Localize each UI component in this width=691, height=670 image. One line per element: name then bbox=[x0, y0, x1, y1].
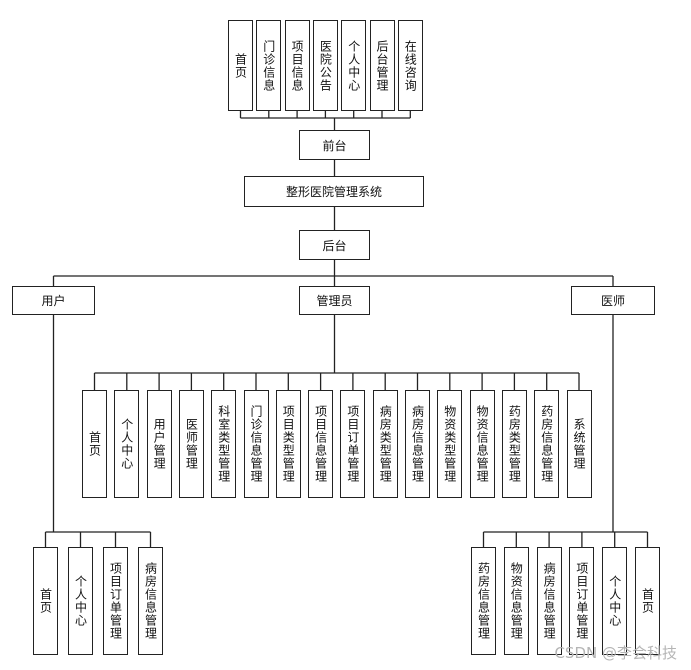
admin-module-node-15: 系统管理 bbox=[566, 390, 592, 498]
system-node: 整形医院管理系统 bbox=[244, 176, 424, 207]
admin-role-node: 管理员 bbox=[299, 286, 370, 315]
front-node: 前台 bbox=[299, 130, 370, 160]
front-page-node-label: 后台管理 bbox=[375, 39, 389, 92]
admin-module-node-label: 系统管理 bbox=[572, 418, 586, 470]
front-page-node-label: 门诊信息 bbox=[261, 39, 276, 92]
admin-module-node-8: 项目订单管理 bbox=[340, 390, 366, 498]
doctor-module-node-label: 物资信息管理 bbox=[509, 562, 524, 640]
user-module-node-label: 个人中心 bbox=[73, 575, 88, 627]
back-node: 后台 bbox=[299, 230, 370, 260]
doctor-module-node-label: 个人中心 bbox=[607, 575, 622, 627]
front-page-node-2: 项目信息 bbox=[284, 20, 310, 111]
admin-module-node-5: 门诊信息管理 bbox=[243, 390, 269, 498]
admin-module-node-14: 药房信息管理 bbox=[534, 390, 560, 498]
admin-module-node-0: 首页 bbox=[82, 390, 107, 498]
admin-module-node-label: 药房信息管理 bbox=[539, 405, 554, 483]
doctor-module-node-label: 项目订单管理 bbox=[574, 562, 589, 640]
admin-module-node-label: 物资信息管理 bbox=[475, 405, 490, 483]
doctor-module-node-label: 首页 bbox=[640, 588, 655, 614]
admin-module-node-11: 物资类型管理 bbox=[437, 390, 463, 498]
front-page-node-label: 医院公告 bbox=[318, 39, 333, 92]
user-module-node-label: 首页 bbox=[38, 588, 53, 614]
admin-module-node-1: 个人中心 bbox=[114, 390, 140, 498]
admin-module-node-label: 项目信息管理 bbox=[313, 405, 328, 483]
admin-module-node-label: 首页 bbox=[87, 431, 102, 457]
admin-module-node-label: 门诊信息管理 bbox=[249, 405, 263, 483]
front-page-node-6: 在线咨询 bbox=[397, 20, 423, 111]
user-module-node-0: 首页 bbox=[33, 547, 58, 655]
doctor-module-node-3: 项目订单管理 bbox=[569, 547, 595, 655]
admin-module-node-13: 药房类型管理 bbox=[501, 390, 527, 498]
user-module-node-label: 项目订单管理 bbox=[108, 562, 123, 640]
front-page-node-4: 个人中心 bbox=[341, 20, 367, 111]
admin-module-node-7: 项目信息管理 bbox=[308, 390, 334, 498]
doctor-module-node-label: 药房信息管理 bbox=[476, 562, 491, 640]
admin-module-node-label: 科室类型管理 bbox=[216, 405, 231, 483]
admin-module-node-label: 用户管理 bbox=[152, 418, 167, 470]
user-role-node: 用户 bbox=[12, 286, 95, 315]
doctor-module-node-2: 病房信息管理 bbox=[536, 547, 562, 655]
doctor-module-node-5: 首页 bbox=[635, 547, 660, 655]
doctor-module-node-0: 药房信息管理 bbox=[471, 547, 496, 655]
front-page-node-label: 首页 bbox=[233, 52, 248, 79]
user-module-node-3: 病房信息管理 bbox=[138, 547, 163, 655]
admin-module-node-label: 药房类型管理 bbox=[507, 405, 522, 483]
front-page-node-label: 项目信息 bbox=[290, 39, 305, 92]
watermark: CSDN @李会科技 bbox=[554, 644, 677, 662]
doctor-module-node-label: 病房信息管理 bbox=[542, 562, 557, 640]
admin-module-node-label: 个人中心 bbox=[119, 418, 134, 470]
front-page-node-0: 首页 bbox=[228, 20, 253, 111]
doctor-module-node-1: 物资信息管理 bbox=[503, 547, 529, 655]
admin-module-node-3: 医师管理 bbox=[178, 390, 204, 498]
admin-module-node-4: 科室类型管理 bbox=[211, 390, 237, 498]
admin-module-node-2: 用户管理 bbox=[146, 390, 172, 498]
user-module-node-2: 项目订单管理 bbox=[103, 547, 128, 655]
doctor-role-node: 医师 bbox=[571, 286, 655, 315]
front-page-node-1: 门诊信息 bbox=[256, 20, 282, 111]
admin-module-node-label: 项目类型管理 bbox=[281, 405, 296, 483]
user-module-node-label: 病房信息管理 bbox=[143, 562, 158, 640]
front-page-node-label: 在线咨询 bbox=[403, 39, 418, 92]
front-page-node-5: 后台管理 bbox=[369, 20, 395, 111]
doctor-module-node-4: 个人中心 bbox=[602, 547, 628, 655]
admin-module-node-label: 病房类型管理 bbox=[378, 405, 393, 483]
front-page-node-label: 个人中心 bbox=[346, 39, 361, 92]
admin-module-node-label: 项目订单管理 bbox=[345, 405, 360, 483]
admin-module-node-label: 病房信息管理 bbox=[410, 405, 425, 483]
admin-module-node-label: 物资类型管理 bbox=[442, 405, 457, 483]
admin-module-node-6: 项目类型管理 bbox=[275, 390, 301, 498]
admin-module-node-label: 医师管理 bbox=[184, 418, 199, 470]
admin-module-node-9: 病房类型管理 bbox=[372, 390, 398, 498]
front-page-node-3: 医院公告 bbox=[312, 20, 338, 111]
user-module-node-1: 个人中心 bbox=[68, 547, 93, 655]
admin-module-node-12: 物资信息管理 bbox=[469, 390, 495, 498]
admin-module-node-10: 病房信息管理 bbox=[405, 390, 430, 498]
